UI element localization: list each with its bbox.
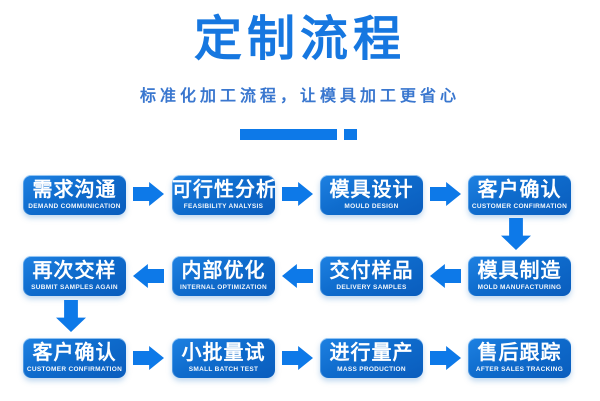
step-label-zh: 进行量产: [329, 342, 414, 364]
arrow-right-icon: [282, 346, 313, 370]
step-label-zh: 再次交样: [32, 260, 117, 282]
arrow-left-icon: [430, 264, 461, 288]
step-mold-manufacturing: 模具制造 MOLD MANUFACTURING: [468, 256, 571, 296]
step-label-zh: 小批量试: [181, 342, 266, 364]
step-label-zh: 内部优化: [181, 260, 266, 282]
step-label-en: MOLD MANUFACTURING: [477, 284, 562, 291]
arrow-right-icon: [133, 346, 164, 370]
step-customer-confirmation-2: 客户确认 CUSTOMER CONFIRMATION: [23, 338, 126, 378]
arrow-right-icon: [430, 346, 461, 370]
step-label-zh: 客户确认: [32, 342, 117, 364]
step-internal-optimization: 内部优化 INTERNAL OPTIMIZATION: [172, 256, 275, 296]
step-mass-production: 进行量产 MASS PRODUCTION: [320, 338, 423, 378]
step-label-zh: 可行性分析: [172, 179, 277, 201]
step-label-en: SMALL BATCH TEST: [188, 366, 259, 373]
step-label-en: CUSTOMER CONFIRMATION: [26, 366, 123, 373]
step-label-en: AFTER SALES TRACKING: [475, 366, 564, 373]
step-small-batch-test: 小批量试 SMALL BATCH TEST: [172, 338, 275, 378]
title-underline-bar: [240, 129, 337, 140]
step-submit-samples-again: 再次交样 SUBMIT SAMPLES AGAIN: [23, 256, 126, 296]
step-label-en: DELIVERY SAMPLES: [336, 284, 407, 291]
step-customer-confirmation-1: 客户确认 CUSTOMER CONFIRMATION: [468, 175, 571, 215]
step-label-en: CUSTOMER CONFIRMATION: [471, 203, 568, 210]
title-underline-square: [344, 129, 357, 140]
arrow-down-icon: [501, 218, 531, 250]
arrow-left-icon: [282, 264, 313, 288]
arrow-down-icon: [56, 300, 86, 332]
step-label-en: FEASIBILITY ANALYSIS: [183, 203, 264, 210]
step-label-zh: 需求沟通: [32, 179, 117, 201]
step-label-zh: 模具设计: [329, 179, 414, 201]
arrow-left-icon: [133, 264, 164, 288]
step-label-zh: 客户确认: [477, 179, 562, 201]
page-title: 定制流程: [193, 13, 406, 66]
step-after-sales-tracking: 售后跟踪 AFTER SALES TRACKING: [468, 338, 571, 378]
step-label-zh: 交付样品: [329, 260, 414, 282]
arrow-right-icon: [282, 182, 313, 206]
arrow-right-icon: [430, 182, 461, 206]
page-subtitle: 标准化加工流程，让模具加工更省心: [139, 88, 460, 105]
step-label-zh: 模具制造: [477, 260, 562, 282]
step-label-en: MOULD DESIGN: [344, 203, 399, 210]
step-delivery-samples: 交付样品 DELIVERY SAMPLES: [320, 256, 423, 296]
step-label-zh: 售后跟踪: [477, 342, 562, 364]
step-demand-communication: 需求沟通 DEMAND COMMUNICATION: [23, 175, 126, 215]
step-label-en: SUBMIT SAMPLES AGAIN: [31, 284, 118, 291]
step-label-en: MASS PRODUCTION: [337, 366, 406, 373]
step-label-en: INTERNAL OPTIMIZATION: [180, 284, 267, 291]
step-label-en: DEMAND COMMUNICATION: [28, 203, 121, 210]
step-mould-design: 模具设计 MOULD DESIGN: [320, 175, 423, 215]
arrow-right-icon: [133, 182, 164, 206]
step-feasibility-analysis: 可行性分析 FEASIBILITY ANALYSIS: [172, 175, 277, 215]
